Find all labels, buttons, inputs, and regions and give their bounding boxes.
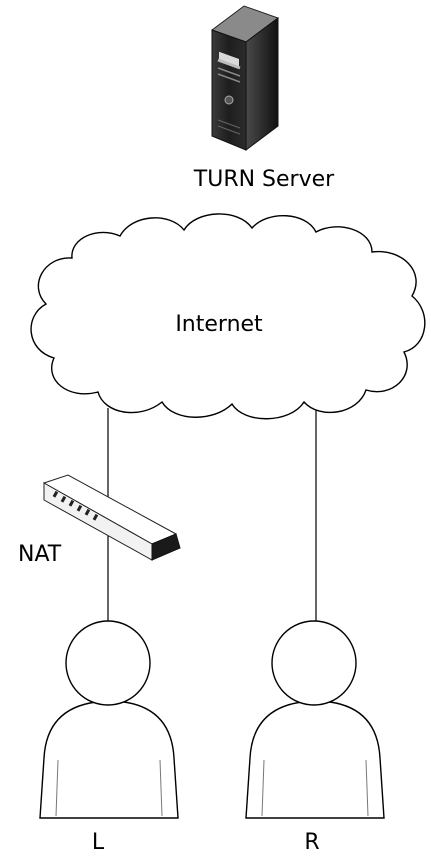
right-peer-label: R xyxy=(304,830,319,855)
internet-label: Internet xyxy=(175,312,263,337)
turn-server-label: TURN Server xyxy=(193,167,335,192)
nat-label: NAT xyxy=(18,542,62,567)
nat-device-icon xyxy=(42,474,181,561)
left-user-icon xyxy=(39,620,179,819)
turn-server-icon xyxy=(210,5,280,151)
right-user-icon xyxy=(245,620,385,819)
left-peer-label: L xyxy=(92,830,105,855)
internet-cloud-icon xyxy=(30,213,426,420)
